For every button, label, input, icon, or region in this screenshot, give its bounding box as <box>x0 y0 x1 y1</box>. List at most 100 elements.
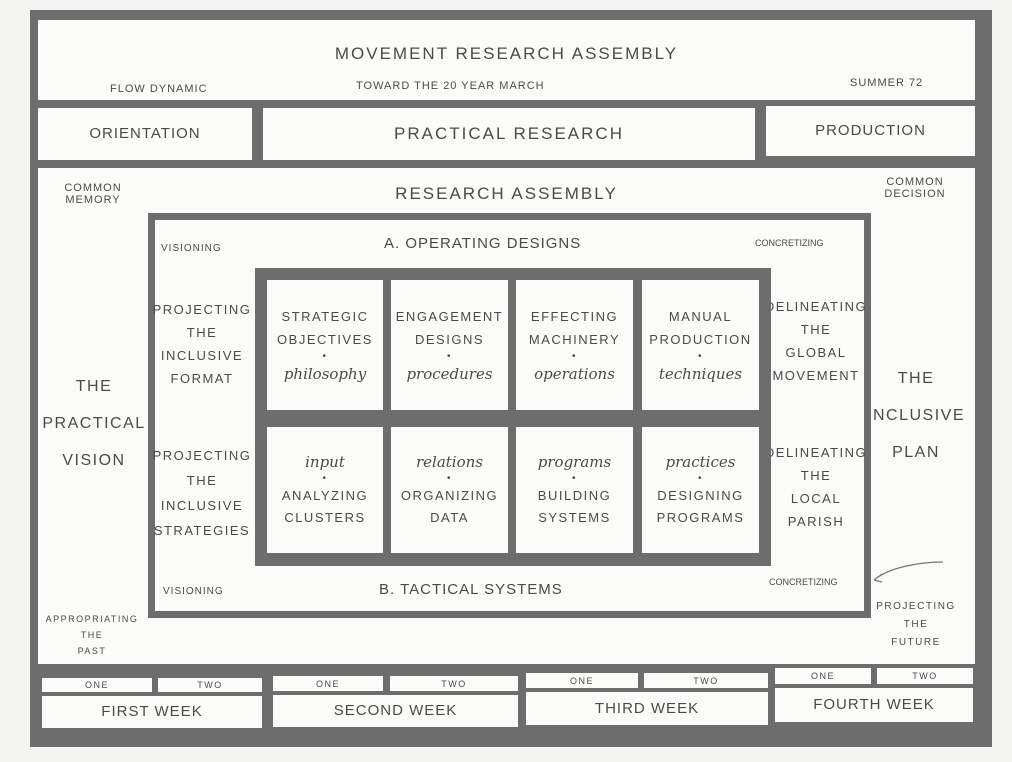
cell-italic: operations <box>534 364 615 383</box>
the-practical-vision: THE PRACTICAL VISION <box>42 368 146 479</box>
week-2-label: SECOND WEEK <box>273 695 518 727</box>
label-line: INCLUSIVE <box>160 498 244 513</box>
label-line: DECISION <box>884 188 946 200</box>
tactical-systems-title: B. TACTICAL SYSTEMS <box>379 581 563 598</box>
cell-line: DESIGNING <box>657 488 744 503</box>
grid-cell-b4: practices • DESIGNING PROGRAMS <box>642 427 759 553</box>
header-center: TOWARD THE 20 YEAR MARCH <box>356 80 545 92</box>
week-4: ONE TWO FOURTH WEEK <box>775 668 973 722</box>
phase-practical-research: PRACTICAL RESEARCH <box>263 108 755 160</box>
bullet: • <box>322 473 328 484</box>
label-line: PROJECTING <box>152 302 252 317</box>
week-2-one: ONE <box>273 676 383 691</box>
week-3-two: TWO <box>644 673 768 688</box>
week-1-two: TWO <box>158 678 262 692</box>
cell-line: CLUSTERS <box>284 510 366 525</box>
concretizing-top: CONCRETIZING <box>755 238 824 248</box>
label-line: PLAN <box>892 444 940 461</box>
visioning-bottom: VISIONING <box>163 586 224 597</box>
cell-line: PROGRAMS <box>656 510 745 525</box>
label-line: APPROPRIATING <box>45 614 139 624</box>
cell-italic: input <box>305 453 345 471</box>
grid-cell-b1: input • ANALYZING CLUSTERS <box>267 427 383 553</box>
week-3-one: ONE <box>526 673 638 688</box>
research-assembly-title: RESEARCH ASSEMBLY <box>395 184 618 203</box>
label-line: FUTURE <box>891 637 941 648</box>
label-line: DELINEATING <box>764 445 868 460</box>
projecting-inclusive-format: PROJECTING THE INCLUSIVE FORMAT <box>152 298 252 390</box>
core-grid: STRATEGIC OBJECTIVES • philosophy ENGAGEMEN… <box>255 268 771 566</box>
label-line: INCLUSIVE <box>867 407 965 424</box>
arrow-icon <box>873 561 944 583</box>
cell-line: EFFECTING <box>530 308 619 324</box>
projecting-the-future: PROJECTING THE FUTURE <box>866 598 966 652</box>
label-line: PARISH <box>787 514 845 529</box>
week-4-two: TWO <box>877 668 973 684</box>
grid-cell-a3: EFFECTING MACHINERY • operations <box>516 280 633 410</box>
cell-line: SYSTEMS <box>538 510 611 525</box>
label-line: THE <box>903 619 929 630</box>
label-line: MEMORY <box>65 194 121 206</box>
bullet: • <box>446 473 452 484</box>
visioning-top: VISIONING <box>161 243 222 254</box>
cell-line: DESIGNS <box>414 331 484 347</box>
phase-orientation: ORIENTATION <box>38 108 252 160</box>
header-left: FLOW DYNAMIC <box>110 83 208 95</box>
label-line: COMMON <box>886 176 944 188</box>
label-line: THE <box>75 378 113 395</box>
label-line: PAST <box>77 646 107 656</box>
cell-line: OBJECTIVES <box>277 331 373 347</box>
phase-production: PRODUCTION <box>766 106 975 156</box>
label-line: STRATEGIES <box>153 523 251 538</box>
week-4-one: ONE <box>775 668 871 684</box>
cell-italic: relations <box>415 453 483 471</box>
label-line: PROJECTING <box>876 601 956 612</box>
cell-italic: philosophy <box>283 364 367 383</box>
bullet: • <box>697 473 703 484</box>
label-line: THE <box>800 468 832 483</box>
week-1: ONE TWO FIRST WEEK <box>42 678 262 728</box>
bullet: • <box>322 350 328 362</box>
week-2: ONE TWO SECOND WEEK <box>273 676 518 727</box>
week-3: ONE TWO THIRD WEEK <box>526 673 768 725</box>
cell-line: ENGAGEMENT <box>395 308 504 324</box>
cell-line: ANALYZING <box>281 488 369 503</box>
label-line: COMMON <box>64 182 122 194</box>
label-line: VISION <box>62 452 126 469</box>
delineating-local-parish: DELINEATING THE LOCAL PARISH <box>764 441 868 533</box>
label-line: PRACTICAL <box>42 415 146 432</box>
cell-italic: procedures <box>406 364 493 383</box>
concretizing-bottom: CONCRETIZING <box>769 577 838 587</box>
week-1-one: ONE <box>42 678 152 692</box>
week-4-label: FOURTH WEEK <box>775 688 973 722</box>
grid-cell-a1: STRATEGIC OBJECTIVES • philosophy <box>267 280 383 410</box>
label-line: FORMAT <box>170 371 234 386</box>
cell-line: STRATEGIC <box>281 308 369 324</box>
cell-line: MACHINERY <box>528 331 621 347</box>
diagram-title: MOVEMENT RESEARCH ASSEMBLY <box>334 44 679 63</box>
cell-italic: practices <box>665 453 736 471</box>
label-line: THE <box>186 325 218 340</box>
label-line: THE <box>80 630 104 640</box>
bullet: • <box>446 350 452 362</box>
appropriating-the-past: APPROPRIATING THE PAST <box>42 611 142 659</box>
cell-italic: programs <box>537 453 612 471</box>
cell-line: BUILDING <box>537 488 612 503</box>
label-line: INCLUSIVE <box>160 348 244 363</box>
cell-line: MANUAL <box>668 308 733 324</box>
cell-line: DATA <box>430 510 469 525</box>
header-box: MOVEMENT RESEARCH ASSEMBLY FLOW DYNAMIC … <box>38 20 975 100</box>
bullet: • <box>571 350 577 362</box>
label-line: LOCAL <box>790 491 842 506</box>
week-3-label: THIRD WEEK <box>526 692 768 725</box>
cell-line: PRODUCTION <box>649 331 752 347</box>
bullet: • <box>697 350 703 362</box>
label-line: PROJECTING <box>152 448 252 463</box>
